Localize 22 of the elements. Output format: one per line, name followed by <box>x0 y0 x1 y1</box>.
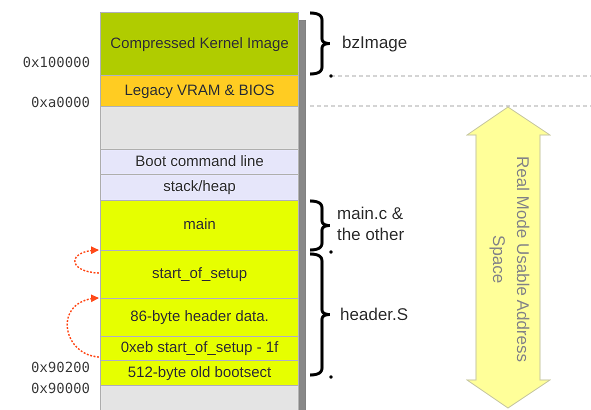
memory-block: Boot command line <box>100 149 299 175</box>
memory-block: Legacy VRAM & BIOS <box>100 75 299 107</box>
address-label: 0x90200 <box>30 360 90 376</box>
memory-block: 0xeb start_of_setup - 1f <box>100 336 299 361</box>
address-label: 0xa0000 <box>30 95 90 111</box>
memory-block: start_of_setup <box>100 250 299 299</box>
memory-block: stack/heap <box>100 174 299 201</box>
address-label: 0x90000 <box>30 381 90 397</box>
memory-block <box>100 106 299 150</box>
memory-block: 512-byte old bootsect <box>100 360 299 386</box>
arrow-text: Real Mode Usable Address Space <box>488 154 533 364</box>
bracket-label: main.c & the other <box>337 203 406 245</box>
bracket-label: header.S <box>340 305 408 325</box>
memory-block: main <box>100 200 299 251</box>
memory-block <box>100 385 299 410</box>
double-arrow <box>466 106 551 409</box>
arrow <box>66 295 100 358</box>
bracket-label: bzImage <box>342 33 408 53</box>
address-label: 0x100000 <box>22 55 90 71</box>
memory-block: 86-byte header data. <box>100 298 299 337</box>
memory-block: Compressed Kernel Image <box>100 12 299 76</box>
arrow <box>74 246 100 274</box>
